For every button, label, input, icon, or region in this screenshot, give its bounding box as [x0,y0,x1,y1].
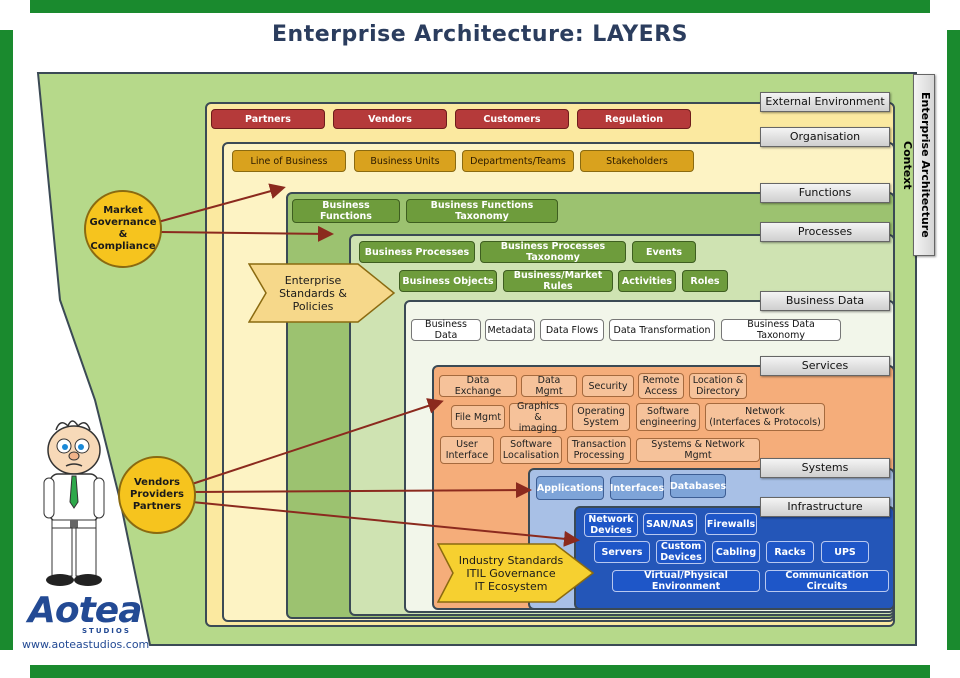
standards-chevron [248,263,396,323]
organisation-item: Business Units [354,150,456,172]
industry-label: Industry Standards ITIL Governance IT Ec… [458,553,564,593]
infra-item: UPS [821,541,869,563]
context-label: Enterprise Architecture Context [901,74,935,256]
process-item: Business Processes [359,241,475,263]
data-item: Data Transformation [609,319,715,341]
service-item: Operating System [572,403,630,431]
process-item: Business Objects [399,270,497,292]
service-item: Software engineering [636,403,700,431]
system-item: Applications [536,476,604,500]
website-url[interactable]: www.aoteastudios.com [22,638,150,651]
infra-item: Firewalls [705,513,757,535]
service-item: Remote Access [638,373,684,399]
service-item: Software Localisation [500,436,562,464]
service-item: Network (Interfaces & Protocols) [705,403,825,431]
tag-infrastructure: Infrastructure [760,497,890,517]
infra-item: Virtual/Physical Environment [612,570,760,592]
data-item: Metadata [485,319,535,341]
tag-organisation: Organisation [760,127,890,147]
infra-item: SAN/NAS [643,513,697,535]
process-item: Activities [618,270,676,292]
external-item: Customers [455,109,569,129]
frame-left-bar [0,30,13,650]
process-item: Business/Market Rules [503,270,613,292]
logo-subtitle: STUDIOS [82,627,131,635]
infra-item: Network Devices [584,513,638,537]
service-item: Systems & Network Mgmt [636,438,760,462]
process-item: Roles [682,270,728,292]
industry-chevron [437,543,595,603]
tag-functions: Functions [760,183,890,203]
market-governance-circle: Market Governance & Compliance [84,190,162,268]
logo-wordmark: Aotea [28,590,143,631]
process-item: Business Processes Taxonomy [480,241,626,263]
external-item: Vendors [333,109,447,129]
process-item: Events [632,241,696,263]
data-item: Business Data [411,319,481,341]
standards-label: Enterprise Standards & Policies [279,273,347,313]
external-item: Regulation [577,109,691,129]
service-item: Graphics & imaging [509,401,567,434]
organisation-item: Line of Business [232,150,346,172]
frame-right-bar [947,30,960,650]
frame-bottom-bar [30,665,930,678]
external-item: Partners [211,109,325,129]
infra-item: Racks [766,541,814,563]
service-item: Transaction Processing [567,436,631,464]
organisation-item: Departments/Teams [462,150,574,172]
system-item: Databases [670,474,726,498]
service-item: Location & Directory [689,373,747,399]
service-item: Security [582,375,634,397]
system-item: Interfaces [610,476,664,500]
function-item: Business Functions Taxonomy [406,199,558,223]
service-item: Data Exchange [439,375,517,397]
page-title: Enterprise Architecture: LAYERS [272,22,688,47]
infra-item: Cabling [712,541,760,563]
tag-services: Services [760,356,890,376]
organisation-item: Stakeholders [580,150,694,172]
service-item: Data Mgmt [521,375,577,397]
function-item: Business Functions [292,199,400,223]
data-item: Business Data Taxonomy [721,319,841,341]
infra-item: Communication Circuits [765,570,889,592]
cartoon-character-icon [43,420,105,586]
infra-item: Custom Devices [656,540,706,564]
service-item: File Mgmt [451,405,505,429]
infra-item: Servers [594,541,650,563]
service-item: User Interface [440,436,494,464]
tag-processes: Processes [760,222,890,242]
frame-top-bar [30,0,930,13]
vendors-circle: Vendors Providers Partners [118,456,196,534]
tag-systems: Systems [760,458,890,478]
data-item: Data Flows [540,319,604,341]
tag-external: External Environment [760,92,890,112]
tag-business-data: Business Data [760,291,890,311]
